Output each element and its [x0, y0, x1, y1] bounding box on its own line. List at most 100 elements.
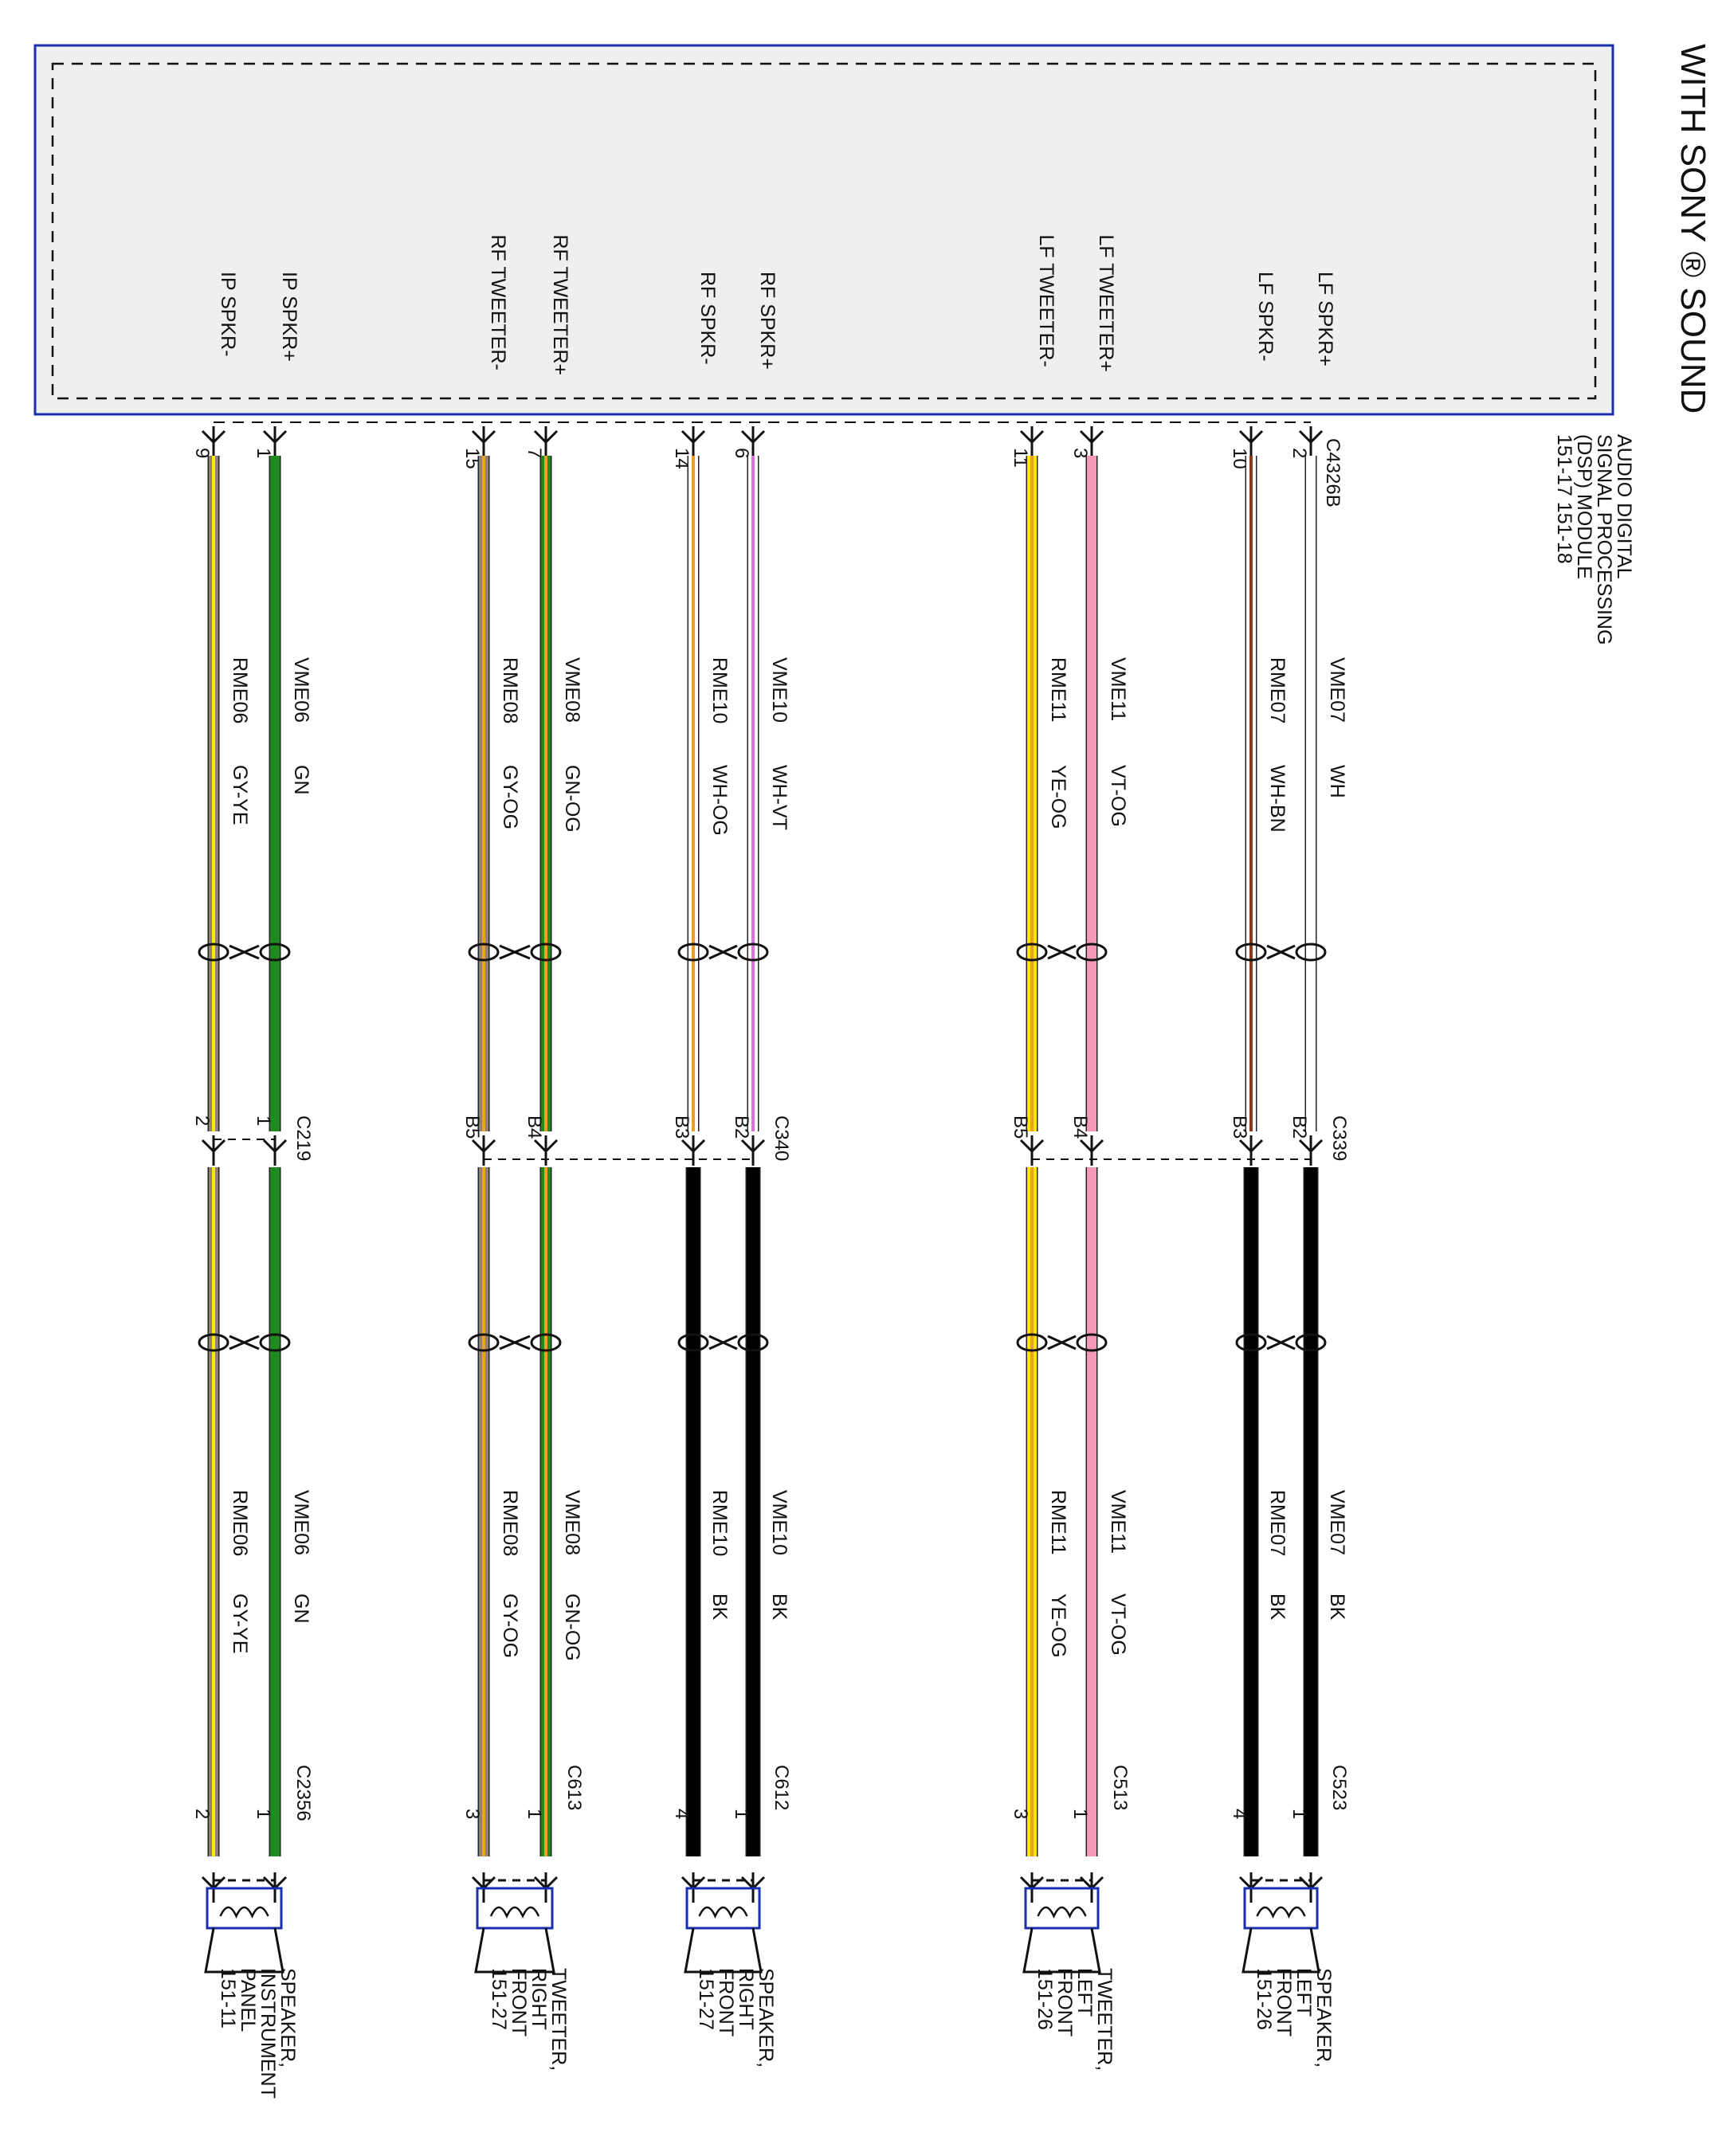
- module-pin-number: 6: [731, 448, 752, 458]
- speaker-pin-number: 2: [191, 1809, 213, 1819]
- module-pin-arrow: [1079, 426, 1104, 457]
- wire-color-lower: YE-OG: [1047, 1593, 1069, 1658]
- wire-color-lower: BK: [1266, 1593, 1289, 1621]
- inline-pin-number: B5: [461, 1115, 483, 1139]
- speaker-pin-number: 1: [253, 1809, 274, 1819]
- wire-color-upper: YE-OG: [1047, 765, 1069, 829]
- twisted-pair-lower: [1016, 1333, 1108, 1352]
- module-pin-arrow: [471, 426, 496, 457]
- inline-pin-arrow: [740, 1135, 766, 1166]
- speaker-pin-number: 3: [1010, 1809, 1031, 1819]
- twisted-pair-upper: [1235, 943, 1327, 962]
- wire-circuit-lower: VME07: [1326, 1490, 1348, 1555]
- module-pin-arrow: [1238, 426, 1264, 457]
- wire-circuit-lower: RME07: [1266, 1490, 1289, 1556]
- module-pin-arrow: [533, 426, 559, 457]
- module-pin-arrow: [262, 426, 288, 457]
- module-pin-arrow: [1298, 426, 1324, 457]
- device-label-line: 151-11: [217, 1968, 239, 2029]
- twisted-pair-upper: [1016, 943, 1108, 962]
- device-label-line: RIGHT: [528, 1968, 550, 2030]
- twisted-pair-upper: [198, 943, 291, 962]
- wire-color-upper: GN: [290, 765, 312, 795]
- module-pin-arrow: [1019, 426, 1045, 457]
- device-label-line: FRONT: [1273, 1968, 1295, 2036]
- device-label-line: RIGHT: [735, 1968, 757, 2030]
- module-pin-number: 1: [253, 448, 274, 458]
- wire-color-upper: WH-OG: [708, 765, 731, 836]
- wire-circuit-upper: RME08: [499, 657, 521, 723]
- twisted-pair-upper: [468, 943, 562, 962]
- wire-color-lower: GN: [290, 1593, 312, 1624]
- device-label-line: SPEAKER,: [1312, 1968, 1335, 2068]
- inline-pin-arrow: [1019, 1135, 1045, 1166]
- inline-pin-arrow: [1238, 1135, 1264, 1166]
- device-label-line: INSTRUMENT: [257, 1968, 279, 2099]
- wire-color-lower: GY-YE: [229, 1593, 251, 1654]
- module-pin-number: 7: [524, 448, 545, 458]
- wire-lower: [539, 1167, 552, 1856]
- wire-color-upper: WH-VT: [768, 765, 790, 830]
- dsp-module-inner-border: [51, 62, 1597, 400]
- wire-color-lower: BK: [768, 1593, 790, 1621]
- device-label-line: FRONT: [715, 1968, 737, 2036]
- device-label-line: 151-27: [695, 1968, 717, 2030]
- module-pin-label: LF TWEETER+: [1095, 235, 1117, 373]
- module-pin-label: IP SPKR+: [278, 272, 300, 362]
- inline-connector-label: C339: [1328, 1115, 1350, 1161]
- speaker-connector-label: C612: [771, 1765, 792, 1810]
- wire-color-lower: BK: [708, 1593, 731, 1621]
- speaker-symbol: [474, 1879, 555, 1974]
- wire-circuit-lower: VME06: [290, 1490, 312, 1555]
- module-pin-label: RF TWEETER+: [549, 235, 571, 376]
- inline-pin-number: B4: [524, 1115, 545, 1139]
- device-label-line: PANEL: [237, 1968, 259, 2032]
- wire-lower: [745, 1167, 761, 1856]
- module-connector: C4326B: [1322, 438, 1344, 508]
- wire-upper: [747, 456, 759, 1131]
- wire-color-lower: BK: [1326, 1593, 1348, 1621]
- speaker-symbol: [1242, 1879, 1320, 1974]
- device-label-line: SPEAKER,: [755, 1968, 777, 2068]
- speaker-symbol: [684, 1879, 763, 1974]
- device-label-line: LEFT: [1293, 1968, 1315, 2017]
- speaker-pin-number: 4: [671, 1809, 692, 1819]
- wire-lower: [1243, 1167, 1259, 1856]
- inline-pin-arrow: [1079, 1135, 1104, 1166]
- dsp-module-box: [33, 44, 1614, 416]
- wire-circuit-lower: VME08: [561, 1490, 583, 1555]
- wire-circuit-lower: RME10: [708, 1490, 731, 1556]
- wire-lower: [1085, 1167, 1098, 1856]
- wire-upper: [1026, 456, 1038, 1131]
- speaker-symbol: [204, 1879, 284, 1974]
- module-pin-number: 2: [1289, 448, 1310, 458]
- wire-circuit-upper: VME10: [768, 657, 790, 723]
- wire-lower: [477, 1167, 490, 1856]
- wire-color-upper: WH-BN: [1266, 765, 1289, 833]
- wire-circuit-upper: RME07: [1266, 657, 1289, 723]
- speaker-connector-label: C513: [1109, 1765, 1131, 1810]
- inline-pin-arrow: [201, 1135, 226, 1166]
- inline-pin-arrow: [1298, 1135, 1324, 1166]
- speaker-symbol: [1022, 1879, 1101, 1974]
- wire-circuit-upper: RME10: [708, 657, 731, 723]
- speaker-connector-label: C523: [1328, 1765, 1350, 1810]
- wire-color-upper: GY-YE: [229, 765, 251, 825]
- wire-color-upper: WH: [1326, 765, 1348, 798]
- module-desc-line: (DSP) MODULE: [1573, 434, 1595, 579]
- module-pin-label: LF TWEETER-: [1035, 235, 1057, 367]
- wire-lower: [269, 1167, 281, 1856]
- inline-pin-number: B5: [1010, 1115, 1031, 1139]
- wire-lower: [207, 1167, 220, 1856]
- twisted-pair-lower: [468, 1333, 562, 1352]
- inline-pin-arrow: [471, 1135, 496, 1166]
- inline-pin-number: B4: [1069, 1115, 1091, 1139]
- wire-upper: [687, 456, 700, 1131]
- module-pin-arrow: [740, 426, 766, 457]
- device-label-line: 151-27: [488, 1968, 510, 2030]
- wire-upper: [477, 456, 490, 1131]
- module-pin-label: LF SPKR-: [1254, 272, 1277, 362]
- inline-pin-number: B2: [731, 1115, 752, 1139]
- wire-lower: [1303, 1167, 1319, 1856]
- inline-pin-arrow: [533, 1135, 559, 1166]
